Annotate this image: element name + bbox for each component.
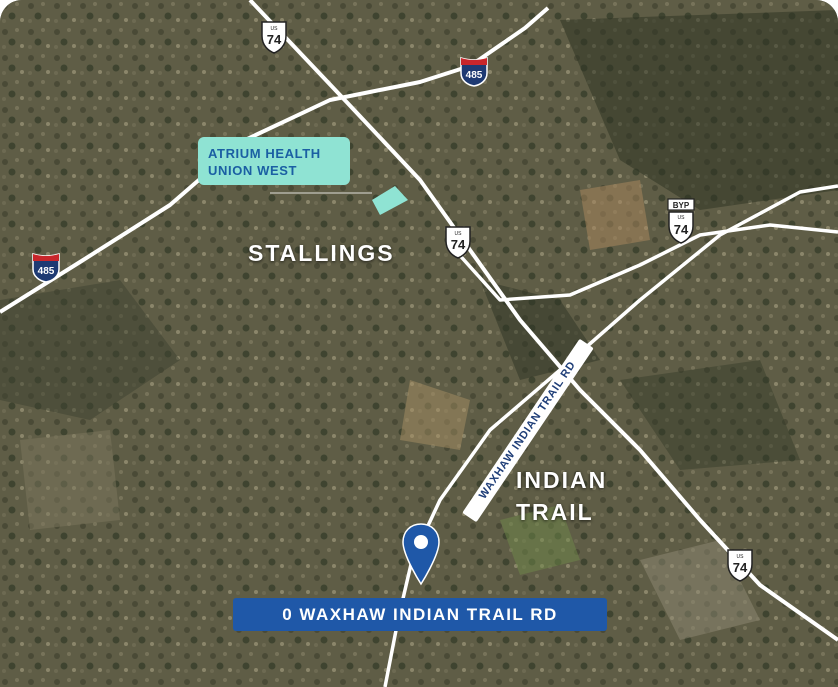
place-label-indian: INDIAN (516, 467, 608, 493)
location-pin-icon[interactable] (400, 522, 442, 588)
us-74-bypass-shield-icon: BYP US 74 (666, 198, 696, 244)
svg-text:US: US (271, 26, 279, 32)
i-485-shield-icon: 485 (458, 55, 490, 87)
poi-name-line1: ATRIUM HEALTH (208, 146, 321, 161)
address-banner: 0 WAXHAW INDIAN TRAIL RD (233, 598, 607, 631)
place-label-indian-trail: INDIAN TRAIL (516, 464, 607, 528)
hospital-parcel (372, 186, 408, 215)
us-74-shield-icon: US 74 (443, 225, 473, 259)
place-label-stallings: STALLINGS (248, 240, 395, 266)
us-74-shield-icon: US 74 (725, 548, 755, 582)
svg-text:BYP: BYP (673, 201, 690, 210)
poi-name-line2: UNION WEST (208, 163, 298, 178)
svg-text:485: 485 (38, 266, 55, 277)
svg-text:US: US (455, 231, 463, 237)
place-label-trail: TRAIL (516, 499, 594, 525)
svg-text:74: 74 (267, 32, 282, 47)
svg-text:US: US (737, 554, 745, 560)
us-74-shield-icon: US 74 (259, 20, 289, 54)
i-485-shield-icon: 485 (30, 251, 62, 283)
svg-text:74: 74 (451, 237, 466, 252)
poi-callout-atrium-health[interactable]: ATRIUM HEALTH UNION WEST (198, 137, 350, 185)
svg-text:US: US (678, 215, 686, 221)
svg-text:74: 74 (733, 560, 748, 575)
svg-text:485: 485 (466, 70, 483, 81)
svg-text:74: 74 (674, 222, 689, 237)
